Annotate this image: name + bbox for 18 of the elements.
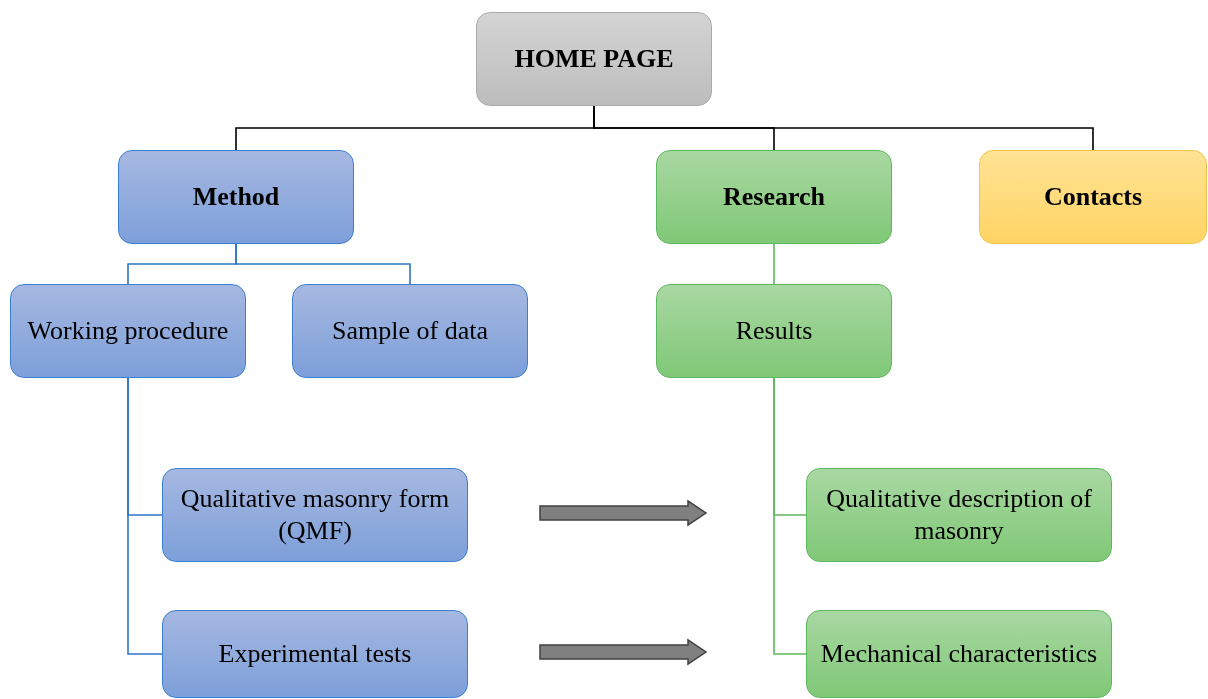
connector-line (235, 243, 411, 285)
category-box: Contacts (979, 150, 1207, 244)
process-box: Mechanical characteristics (806, 610, 1112, 698)
category-box: Method (118, 150, 354, 244)
category-box: Research (656, 150, 892, 244)
connector-line (773, 377, 807, 655)
connector-line (593, 105, 1094, 151)
block-arrow (539, 638, 708, 666)
connector-line (773, 243, 775, 285)
process-box: Working procedure (10, 284, 246, 378)
process-box: Sample of data (292, 284, 528, 378)
process-box: Qualitative description of masonry (806, 468, 1112, 562)
process-box: Results (656, 284, 892, 378)
top-box: HOME PAGE (476, 12, 712, 106)
connector-line (127, 377, 163, 655)
process-box: Qualitative masonry form (QMF) (162, 468, 468, 562)
process-box: Experimental tests (162, 610, 468, 698)
block-arrow (539, 499, 708, 527)
